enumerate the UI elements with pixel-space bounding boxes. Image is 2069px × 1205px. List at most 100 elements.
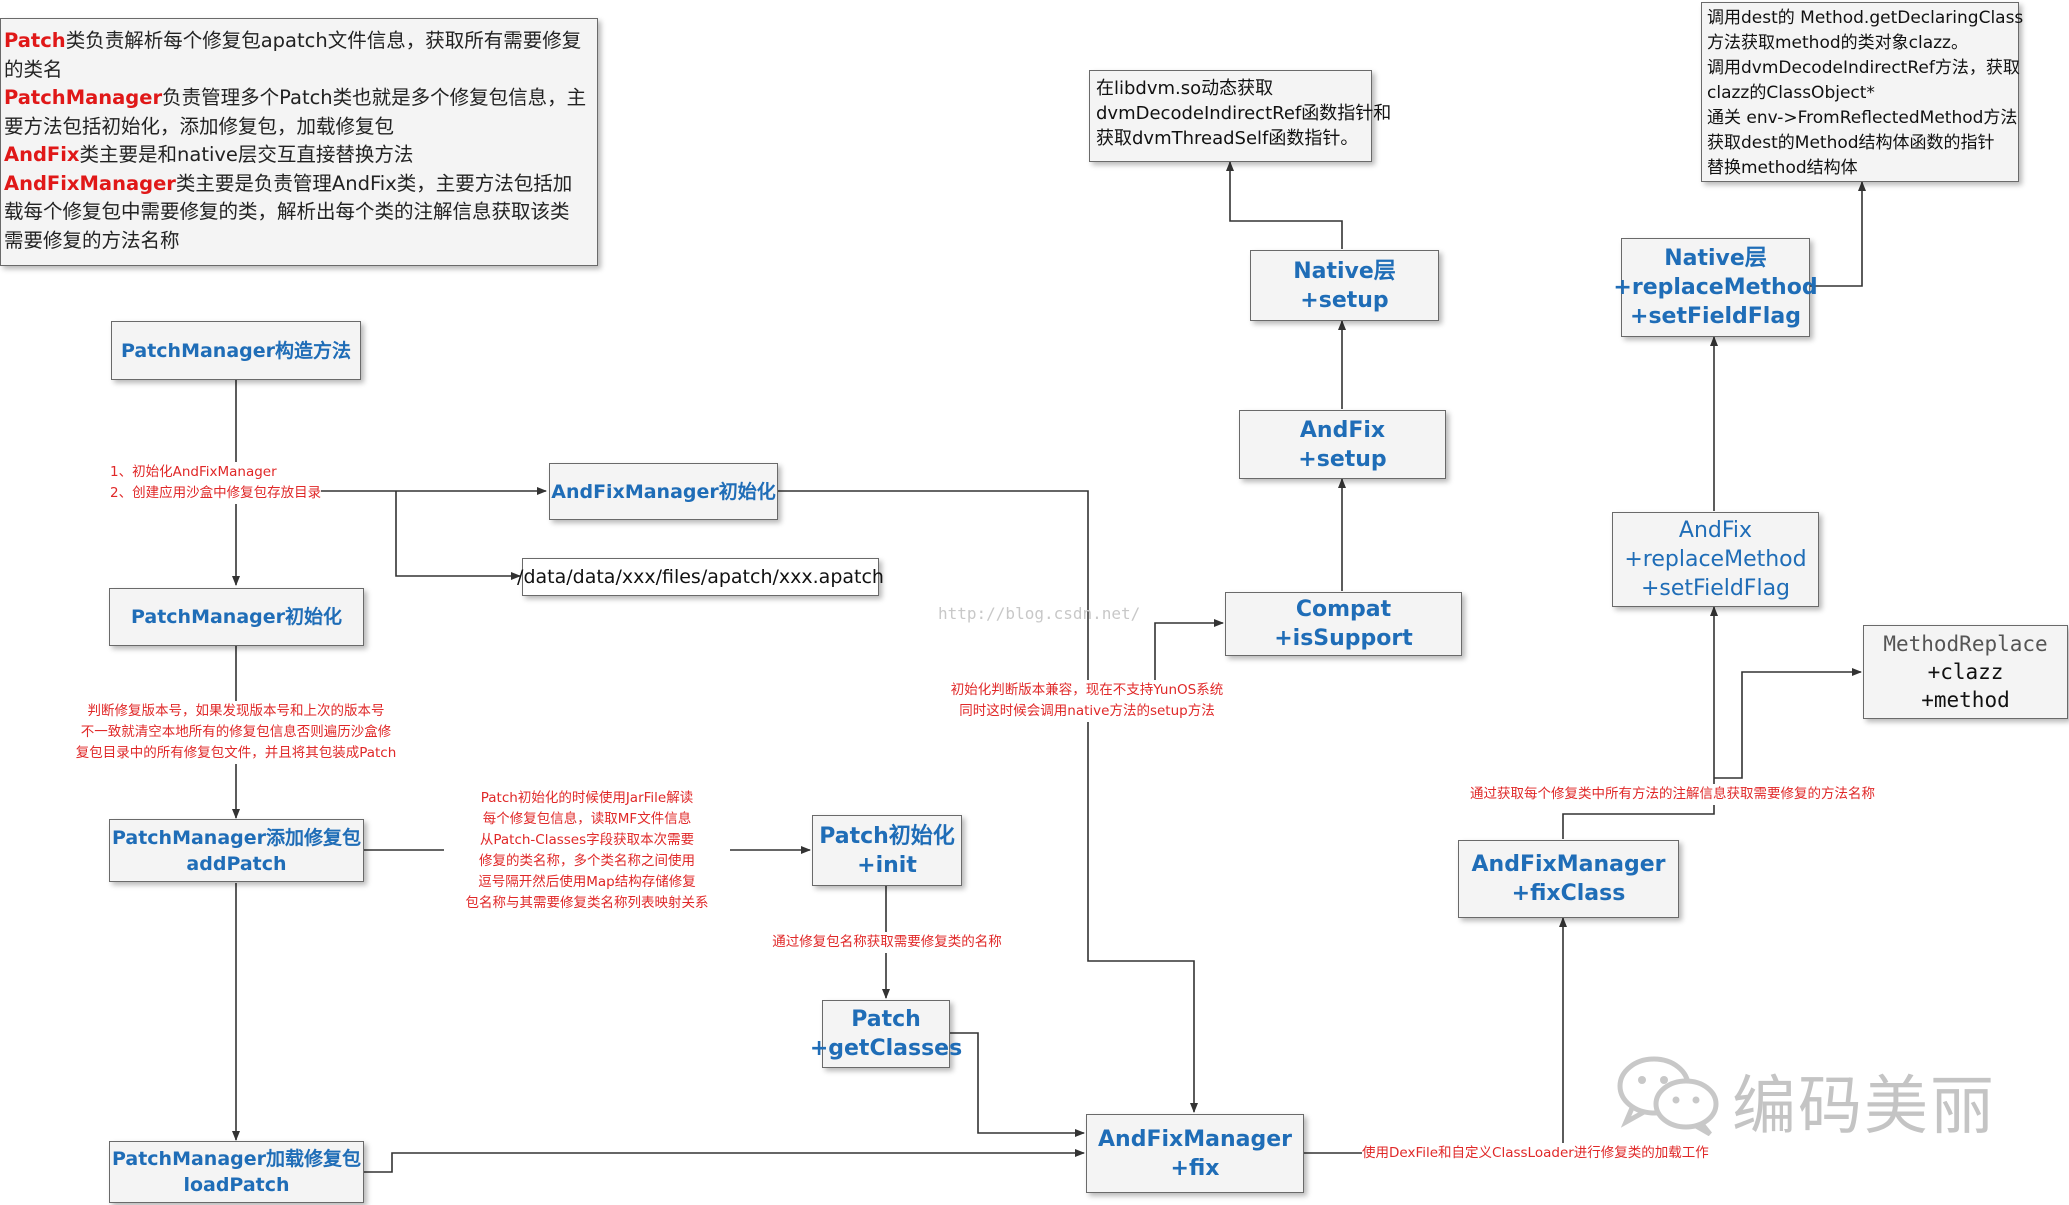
dexfile-label: 使用DexFile和自定义ClassLoader进行修复类的加载工作 (1362, 1143, 1709, 1164)
label-line: 通过获取每个修复类中所有方法的注解信息获取需要修复的方法名称 (1470, 786, 1875, 802)
box-label-line1: Patch初始化 (819, 823, 955, 849)
box-label-line2: +clazz (1927, 660, 2004, 684)
legend-andfix: AndFix类主要是和native层交互直接替换方法 (4, 141, 587, 170)
version-check-label: 判断修复版本号，如果发现版本号和上次的版本号 不一致就清空本地所有的修复包信息否… (46, 701, 426, 764)
box-label-line2: +setup (1298, 446, 1387, 472)
label-line: 1、初始化AndFixManager (110, 464, 277, 480)
afm-fix-box: AndFixManager +fix (1086, 1114, 1304, 1193)
box-label-line1: AndFix (1299, 417, 1386, 443)
note-line: 获取dvmThreadSelf函数指针。 (1096, 128, 1359, 149)
box-label: PatchManager构造方法 (120, 339, 352, 362)
box-label-line2: +fix (1170, 1155, 1220, 1181)
edge-pmload-to-fix (364, 1149, 1085, 1173)
legend-keyword: AndFixManager (4, 171, 176, 195)
legend-patch: Patch类负责解析每个修复包apatch文件信息，获取所有需要修复的类名 (4, 27, 587, 84)
watermark-url: http://blog.csdn.net/ (938, 604, 1141, 623)
box-label: /data/data/xxx/files/apatch/xxx.apatch (517, 566, 884, 588)
box-label-line2: +replaceMethod (1624, 547, 1807, 572)
patch-getclasses-box: Patch +getClasses (810, 1000, 962, 1068)
box-label-line1: PatchManager添加修复包 (111, 826, 362, 849)
box-label: PatchManager初始化 (130, 606, 343, 628)
box-label-line2: loadPatch (183, 1174, 290, 1196)
patch-init-box: Patch初始化 +init (812, 815, 962, 886)
legend-patchmanager: PatchManager负责管理多个Patch类也就是多个修复包信息，主要方法包… (4, 84, 587, 141)
box-label-line2: +init (857, 852, 917, 878)
box-label-line1: Native层 (1664, 246, 1767, 271)
edge-getclasses-to-fix (950, 1032, 1085, 1137)
label-line: 从Patch-Classes字段获取本次需要 (479, 832, 695, 848)
legend-keyword: PatchManager (4, 86, 163, 109)
label-line: 修复的类名称，多个类名称之间使用 (479, 853, 695, 869)
box-label-line2: +fixClass (1511, 881, 1626, 906)
box-label-line1: Compat (1295, 597, 1392, 622)
wechat-icon (1617, 1056, 1719, 1136)
legend-andfixmanager: AndFixManager类主要是负责管理AndFix类，主要方法包括加载每个修… (4, 170, 587, 256)
watermark-brand: 编码美丽 (1732, 1070, 1996, 1144)
afm-fixclass-box: AndFixManager +fixClass (1458, 840, 1679, 918)
label-line: 每个修复包信息，读取MF文件信息 (482, 811, 692, 827)
note-line: 通关 env->FromReflectedMethod方法 (1707, 108, 2018, 128)
label-line: 逗号隔开然后使用Map结构存储修复 (478, 874, 696, 890)
legend-description: 类负责解析每个修复包apatch文件信息，获取所有需要修复的类名 (4, 29, 582, 81)
box-label-line1: Native层 (1293, 258, 1396, 284)
edge-ctor-to-apatch (395, 491, 521, 580)
apatch-path-box: /data/data/xxx/files/apatch/xxx.apatch (517, 558, 884, 596)
note-line: dvmDecodeIndirectRef函数指针和 (1096, 103, 1392, 124)
native-replace-box: Native层 +replaceMethod +setFieldFlag (1613, 238, 1818, 337)
note-line: 获取dest的Method结构体函数的指针 (1707, 133, 1995, 153)
compat-box: Compat +isSupport (1225, 592, 1462, 656)
box-label-line1: AndFix (1678, 518, 1753, 543)
box-label-line2: +replaceMethod (1613, 275, 1818, 300)
box-label-line2: +isSupport (1274, 626, 1413, 651)
native-setup-box: Native层 +setup (1250, 250, 1439, 321)
note-line: 调用dest的 Method.getDeclaringClass (1707, 8, 2024, 28)
label-line: 2、创建应用沙盒中修复包存放目录 (110, 485, 322, 501)
box-label-line3: +method (1921, 688, 2010, 712)
box-label-line2: +setup (1300, 287, 1389, 313)
box-label-line1: PatchManager加载修复包 (111, 1148, 362, 1170)
get-classes-label: 通过修复包名称获取需要修复类的名称 (750, 932, 1024, 953)
afm-init-box: AndFixManager初始化 (549, 463, 778, 520)
edge-afminit-to-fix (778, 490, 1198, 1113)
box-label-line1: MethodReplace (1883, 632, 2048, 656)
label-line: Patch初始化的时候使用JarFile解读 (480, 790, 694, 806)
compat-check-label: 初始化判断版本兼容，现在不支持YunOS系统 同时这时候会调用native方法的… (928, 680, 1246, 722)
box-label-line3: +setFieldFlag (1640, 576, 1791, 601)
box-label-line1: AndFixManager (1098, 1126, 1292, 1152)
label-line: 通过修复包名称获取需要修复类的名称 (772, 934, 1002, 950)
legend-keyword: AndFix (4, 143, 80, 166)
edge-fix-to-compat (1154, 619, 1224, 690)
ctor-steps-label: 1、初始化AndFixManager 2、创建应用沙盒中修复包存放目录 (110, 462, 322, 504)
note-line: 方法获取method的类对象clazz。 (1707, 33, 1968, 53)
label-line: 使用DexFile和自定义ClassLoader进行修复类的加载工作 (1362, 1145, 1709, 1161)
legend-keyword: Patch (4, 29, 66, 52)
note-line: 替换method结构体 (1707, 158, 1858, 178)
pm-init-box: PatchManager初始化 (109, 588, 364, 646)
label-line: 包名称与其需要修复类名称列表映射关系 (465, 895, 709, 911)
pm-constructor-box: PatchManager构造方法 (111, 321, 361, 380)
box-label-line3: +setFieldFlag (1630, 304, 1801, 329)
legend-description: 类主要是和native层交互直接替换方法 (79, 143, 414, 166)
label-line: 不一致就清空本地所有的修复包信息否则遍历沙盒修 (80, 724, 392, 740)
edge-nativereplace-to-note (1810, 181, 1866, 287)
edge-nativesetup-to-libdvm (1226, 161, 1343, 249)
andfix-replace-box: AndFix +replaceMethod +setFieldFlag (1612, 512, 1819, 607)
note-line: clazz的ClassObject* (1707, 83, 1875, 103)
box-label-line2: +getClasses (809, 1036, 963, 1061)
box-label-line1: Patch (851, 1007, 921, 1032)
patch-parse-label: Patch初始化的时候使用JarFile解读 每个修复包信息，读取MF文件信息 … (444, 788, 730, 914)
box-label-line1: AndFixManager (1471, 852, 1666, 877)
native-replace-note-box: 调用dest的 Method.getDeclaringClass 方法获取met… (1701, 2, 2024, 182)
edge-fixclass-to-methodreplace (1714, 668, 1862, 779)
box-label: AndFixManager初始化 (551, 480, 776, 503)
box-label-line2: addPatch (186, 852, 287, 875)
label-line: 同时这时候会调用native方法的setup方法 (959, 703, 1215, 719)
note-line: 调用dvmDecodeIndirectRef方法，获取 (1707, 58, 2020, 78)
legend-description: 类主要是负责管理AndFix类，主要方法包括加载每个修复包中需要修复的类，解析出… (4, 171, 573, 252)
method-replace-box: MethodReplace +clazz +method (1863, 625, 2068, 719)
label-line: 复包目录中的所有修复包文件，并且将其包装成Patch (75, 745, 397, 761)
label-line: 判断修复版本号，如果发现版本号和上次的版本号 (87, 703, 385, 719)
edge-fix-to-fixclass (1304, 917, 1567, 1154)
legend-description: 负责管理多个Patch类也就是多个修复包信息，主要方法包括初始化，添加修复包，加… (4, 86, 587, 138)
legend-panel: Patch类负责解析每个修复包apatch文件信息，获取所有需要修复的类名 Pa… (0, 18, 598, 266)
